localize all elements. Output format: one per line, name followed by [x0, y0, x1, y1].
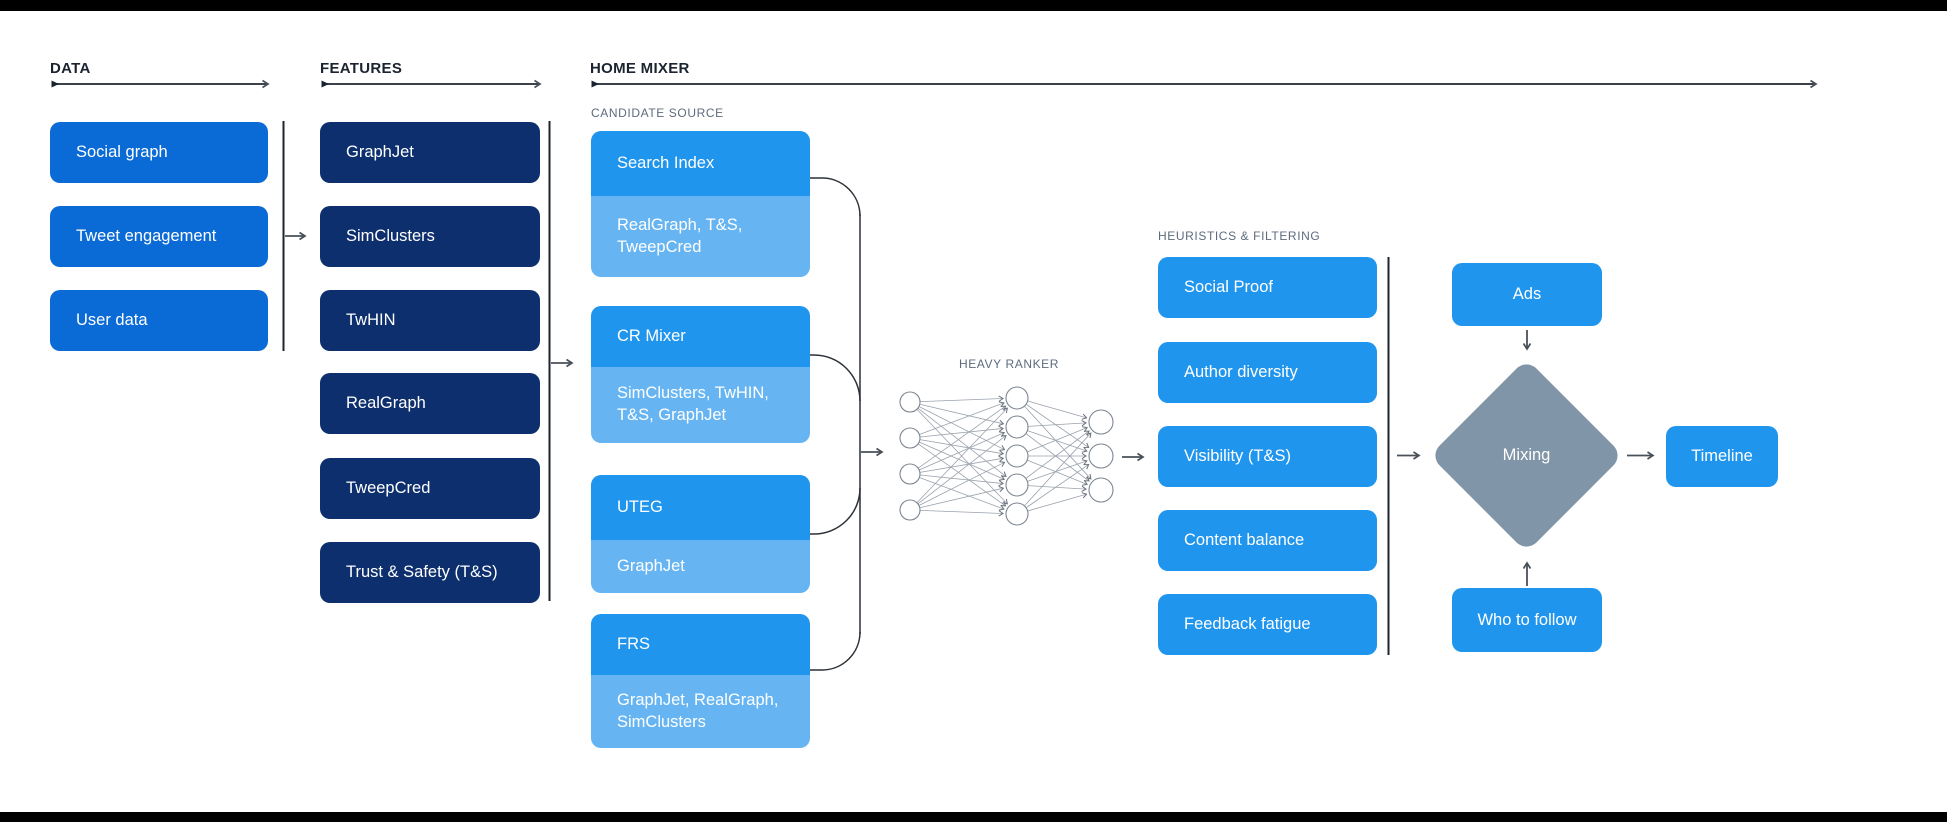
features-box-realgraph: RealGraph: [320, 373, 540, 434]
who-to-follow-label: Who to follow: [1477, 610, 1577, 629]
features-box-label: TwHIN: [346, 311, 396, 329]
candidate-sources-label: GraphJet: [617, 556, 685, 575]
section-label-features: FEATURES: [320, 60, 403, 77]
timeline-box: Timeline: [1666, 426, 1778, 487]
section-label-data: DATA: [50, 60, 91, 77]
timeline-label: Timeline: [1691, 447, 1753, 465]
candidate-source-label: CANDIDATE SOURCE: [591, 106, 724, 120]
candidate-box-title: Search Index: [591, 131, 810, 196]
ads-label: Ads: [1512, 285, 1542, 303]
features-box-trust-safety: Trust & Safety (T&S): [320, 542, 540, 603]
features-box-label: SimClusters: [346, 227, 435, 245]
candidate-box-uteg: UTEG GraphJet: [591, 475, 810, 593]
features-box-twhin: TwHIN: [320, 290, 540, 351]
features-box-simclusters: SimClusters: [320, 206, 540, 267]
candidate-title-label: FRS: [617, 635, 650, 653]
candidate-box-sources: RealGraph, T&S, TweepCred: [591, 196, 810, 277]
mixing-diamond-label: Mixing: [1458, 387, 1595, 524]
candidate-box-title: CR Mixer: [591, 306, 810, 367]
data-box-label: User data: [76, 311, 148, 329]
heuristics-box-label: Social Proof: [1184, 278, 1273, 296]
heuristics-box-feedback-fatigue: Feedback fatigue: [1158, 594, 1377, 655]
heuristics-filtering-label: HEURISTICS & FILTERING: [1158, 229, 1321, 243]
ads-box: Ads: [1452, 263, 1602, 326]
data-box-label: Social graph: [76, 143, 168, 161]
candidate-sources-label: GraphJet, RealGraph, SimClusters: [617, 690, 779, 731]
candidate-box-title: UTEG: [591, 475, 810, 540]
features-box-label: GraphJet: [346, 143, 414, 161]
heavy-ranker-label: HEAVY RANKER: [958, 357, 1060, 371]
candidate-title-label: CR Mixer: [617, 327, 686, 345]
features-box-label: RealGraph: [346, 394, 426, 412]
candidate-box-sources: SimClusters, TwHIN, T&S, GraphJet: [591, 367, 810, 443]
heuristics-box-label: Author diversity: [1184, 363, 1298, 381]
heuristics-box-author-diversity: Author diversity: [1158, 342, 1377, 403]
candidate-title-label: Search Index: [617, 154, 715, 172]
bottom-black-bar: [0, 812, 1947, 822]
candidate-box-sources: GraphJet, RealGraph, SimClusters: [591, 675, 810, 748]
features-box-label: TweepCred: [346, 479, 431, 497]
candidate-box-title: FRS: [591, 614, 810, 675]
heuristics-box-label: Visibility (T&S): [1184, 447, 1291, 465]
candidate-box-cr-mixer: CR Mixer SimClusters, TwHIN, T&S, GraphJ…: [591, 306, 810, 443]
data-box-tweet-engagement: Tweet engagement: [50, 206, 268, 267]
heuristics-box-content-balance: Content balance: [1158, 510, 1377, 571]
heuristics-box-label: Feedback fatigue: [1184, 615, 1311, 633]
candidate-title-label: UTEG: [617, 498, 663, 516]
heuristics-box-visibility: Visibility (T&S): [1158, 426, 1377, 487]
features-box-label: Trust & Safety (T&S): [346, 563, 498, 581]
features-box-graphjet: GraphJet: [320, 122, 540, 183]
mixing-label: Mixing: [1502, 446, 1551, 464]
heuristics-box-label: Content balance: [1184, 531, 1305, 549]
candidate-sources-label: RealGraph, T&S, TweepCred: [617, 215, 743, 256]
section-label-home-mixer: HOME MIXER: [590, 60, 690, 77]
who-to-follow-box: Who to follow: [1452, 588, 1602, 652]
candidate-box-sources: GraphJet: [591, 540, 810, 593]
top-black-bar: [0, 0, 1947, 11]
candidate-box-frs: FRS GraphJet, RealGraph, SimClusters: [591, 614, 810, 748]
candidate-sources-label: SimClusters, TwHIN, T&S, GraphJet: [617, 384, 769, 424]
data-box-user-data: User data: [50, 290, 268, 351]
candidate-box-search-index: Search Index RealGraph, T&S, TweepCred: [591, 131, 810, 277]
data-box-label: Tweet engagement: [76, 227, 217, 245]
heuristics-box-social-proof: Social Proof: [1158, 257, 1377, 318]
features-box-tweepcred: TweepCred: [320, 458, 540, 519]
data-box-social-graph: Social graph: [50, 122, 268, 183]
candidate-merge-lines: [810, 177, 861, 671]
